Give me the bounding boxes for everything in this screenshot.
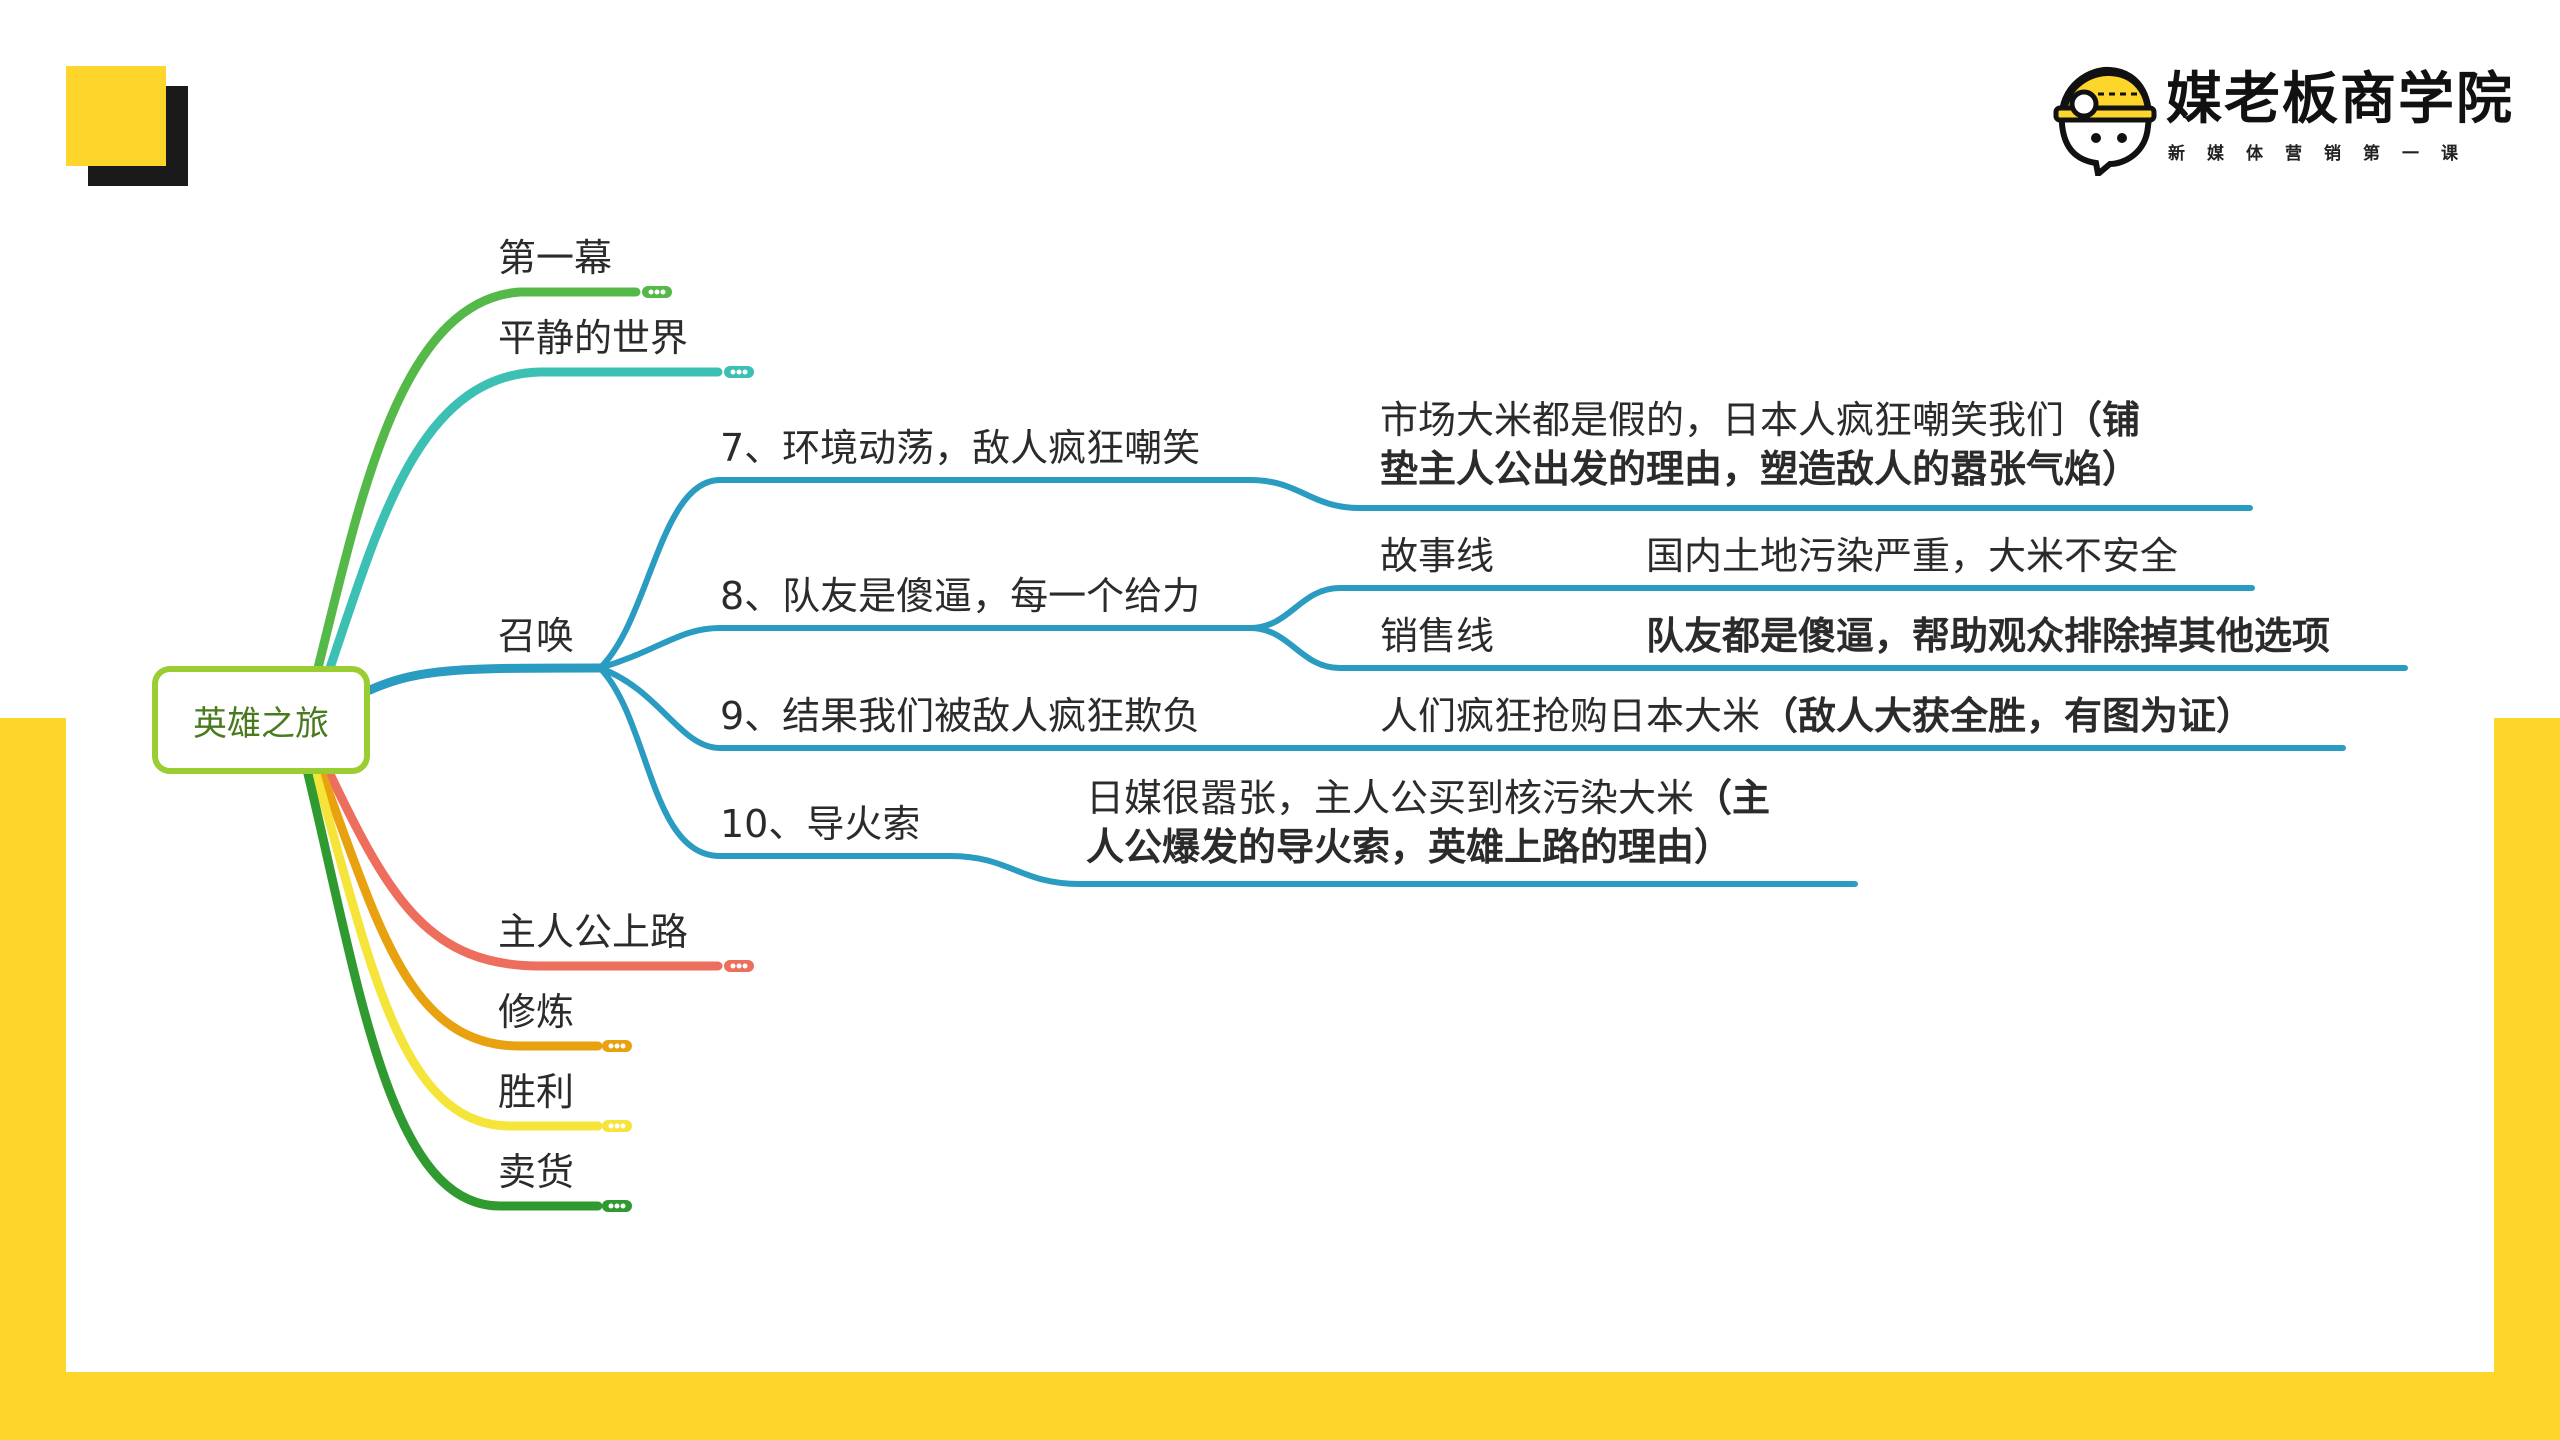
summon-child-9[interactable]: 9、结果我们被敌人疯狂欺负 <box>720 694 1201 738</box>
detail-c9[interactable]: 人们疯狂抢购日本大米（敌人大获全胜，有图为证） <box>1380 692 2254 741</box>
corner-square <box>66 66 166 166</box>
branch-calm-world[interactable]: 平静的世界 <box>498 316 689 360</box>
detail-c7-text: 市场大米都是假的，日本人疯狂嘲笑我们 <box>1380 398 2065 442</box>
summon-child-10[interactable]: 10、导火索 <box>720 802 921 846</box>
detail-c9-text: 人们疯狂抢购日本大米 <box>1380 694 1761 738</box>
branch-line-hero <box>325 769 723 971</box>
mascot-icon <box>2053 66 2157 176</box>
branch-training[interactable]: 修炼 <box>498 990 575 1034</box>
branch-line-calm-world <box>325 367 723 673</box>
branch-line-victory <box>311 769 603 1131</box>
c8-story-label[interactable]: 故事线 <box>1380 534 1495 578</box>
detail-c7[interactable]: 市场大米都是假的，日本人疯狂嘲笑我们（铺 垫主人公出发的理由，塑造敌人的嚣张气焰… <box>1380 396 2140 495</box>
root-node-label: 英雄之旅 <box>193 703 329 744</box>
connector-c7 <box>597 477 1253 671</box>
connector-c8-story <box>1247 585 2255 631</box>
connector-c8 <box>597 625 1253 671</box>
detail-c10-note-end: 人公爆发的导火索，英雄上路的理由） <box>1086 825 1733 870</box>
connector-c7-detail <box>1247 477 2253 511</box>
branch-victory[interactable]: 胜利 <box>498 1070 575 1114</box>
brand-subtitle: 新媒体营销第一课 <box>2168 144 2480 164</box>
branch-hero-sets-out[interactable]: 主人公上路 <box>498 910 689 954</box>
branch-line-training <box>317 769 603 1051</box>
branch-line-summon <box>365 663 605 695</box>
content-area <box>66 718 2494 1372</box>
branch-act1[interactable]: 第一幕 <box>498 236 613 280</box>
c8-sales-text[interactable]: 队友都是傻逼，帮助观众排除掉其他选项 <box>1646 614 2331 658</box>
branch-line-selling <box>303 769 603 1211</box>
branch-summon[interactable]: 召唤 <box>498 614 575 658</box>
connector-c8-sales <box>1247 625 2408 671</box>
detail-c7-note-start: （铺 <box>2064 398 2141 442</box>
root-node[interactable]: 英雄之旅 <box>152 666 370 774</box>
detail-c9-note: （敌人大获全胜，有图为证） <box>1760 694 2255 738</box>
branch-line-act1 <box>313 287 641 673</box>
connector-c9 <box>597 665 1253 751</box>
detail-c7-note-end: 垫主人公出发的理由，塑造敌人的嚣张气焰） <box>1380 447 2141 492</box>
detail-c10-note-start: （主 <box>1694 776 1771 820</box>
connector-c10 <box>597 665 953 859</box>
summon-child-8[interactable]: 8、队友是傻逼，每一个给力 <box>720 574 1201 618</box>
detail-c10[interactable]: 日媒很嚣张，主人公买到核污染大米（主 人公爆发的导火索，英雄上路的理由） <box>1086 774 1770 873</box>
c8-story-text[interactable]: 国内土地污染严重，大米不安全 <box>1646 534 2179 578</box>
summon-child-7[interactable]: 7、环境动荡，敌人疯狂嘲笑 <box>720 426 1201 470</box>
connector-c10-detail <box>947 853 1858 887</box>
detail-c10-text: 日媒很嚣张，主人公买到核污染大米 <box>1086 776 1695 820</box>
c8-sales-label[interactable]: 销售线 <box>1380 614 1495 658</box>
brand-title: 媒老板商学院 <box>2166 67 2514 132</box>
brand-logo: 媒老板商学院 新媒体营销第一课 <box>2048 62 2512 177</box>
branch-selling[interactable]: 卖货 <box>498 1150 575 1194</box>
